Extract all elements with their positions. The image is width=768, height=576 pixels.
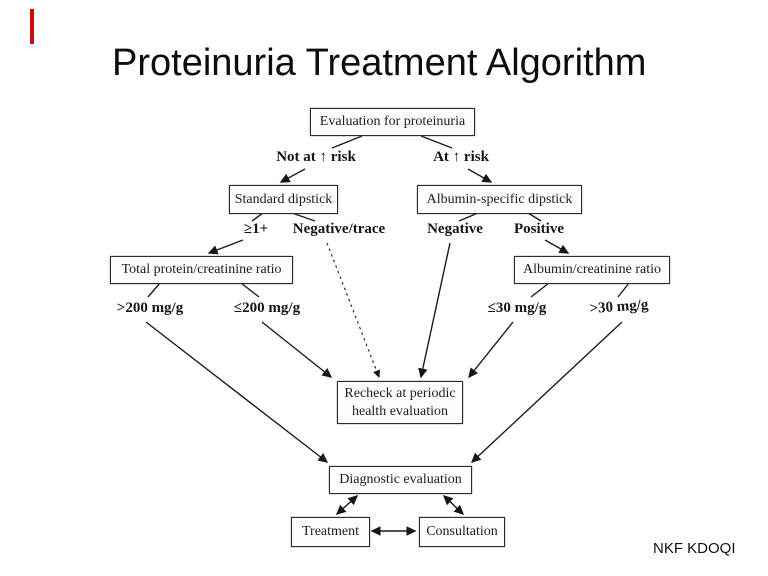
recheck-line2: health evaluation — [351, 403, 449, 419]
arrow-le200-to-recheck — [261, 321, 333, 378]
line-total-protein-to-le200 — [240, 282, 260, 298]
label-le200-mgg: ≤200 mg/g — [233, 300, 301, 316]
node-evaluation-for-proteinuria: Evaluation for proteinuria — [310, 108, 475, 136]
arrow-gt30-to-diagnostic — [470, 321, 623, 463]
arrow-positive-to-albumin-ratio — [544, 239, 570, 254]
node-albumin-creatinine-ratio: Albumin/creatinine ratio — [514, 256, 670, 284]
arrow-diagnostic-treatment — [335, 495, 359, 515]
node-standard-dipstick: Standard dipstick — [229, 185, 338, 214]
line-albumin-ratio-to-le30 — [530, 282, 550, 298]
arrow-at-risk-to-albumin-dipstick — [467, 168, 493, 183]
label-positive: Positive — [514, 221, 564, 237]
label-gt30-mgg: >30 mg/g — [588, 296, 649, 318]
node-treatment: Treatment — [291, 517, 370, 547]
label-not-at-risk: Not at ↑ risk — [276, 149, 356, 165]
arrow-negative-to-recheck — [418, 242, 451, 379]
arrow-not-at-risk-to-standard-dipstick — [279, 168, 306, 183]
label-negative-trace: Negative/trace — [292, 221, 386, 237]
slide-title: Proteinuria Treatment Algorithm — [112, 42, 647, 84]
label-gt200-mgg: >200 mg/g — [116, 300, 184, 316]
arrow-dotted-negative-trace-to-recheck — [326, 242, 381, 379]
line-standard-dipstick-to-negative-trace — [291, 212, 316, 222]
node-consultation: Consultation — [419, 517, 505, 547]
line-standard-dipstick-to-ge1 — [251, 212, 264, 222]
node-diagnostic-evaluation: Diagnostic evaluation — [329, 466, 472, 494]
arrow-gt200-to-diagnostic — [145, 321, 329, 463]
arrow-le30-to-recheck — [468, 321, 514, 379]
line-albumin-dipstick-to-negative — [458, 212, 479, 222]
line-evaluation-to-at-risk — [420, 135, 453, 149]
arrow-ge1-to-total-protein — [207, 239, 244, 255]
red-accent-bar — [30, 9, 34, 44]
node-recheck-periodic-health-evaluation: Recheck at periodic health evaluation — [337, 381, 463, 424]
label-at-risk: At ↑ risk — [433, 149, 489, 165]
node-total-protein-creatinine-ratio: Total protein/creatinine ratio — [110, 256, 293, 284]
recheck-line1: Recheck at periodic — [344, 385, 456, 401]
label-le30-mgg: ≤30 mg/g — [487, 300, 547, 316]
label-ge-one-plus: ≥1+ — [243, 221, 269, 237]
line-evaluation-to-not-at-risk — [331, 135, 363, 149]
node-albumin-specific-dipstick: Albumin-specific dipstick — [417, 185, 582, 214]
attribution-text: NKF KDOQI — [653, 540, 736, 557]
arrow-diagnostic-consultation — [442, 495, 465, 515]
line-albumin-dipstick-to-positive — [527, 212, 542, 222]
line-albumin-ratio-to-gt30 — [617, 282, 630, 298]
line-total-protein-to-gt200 — [147, 282, 161, 298]
label-negative: Negative — [427, 221, 483, 237]
